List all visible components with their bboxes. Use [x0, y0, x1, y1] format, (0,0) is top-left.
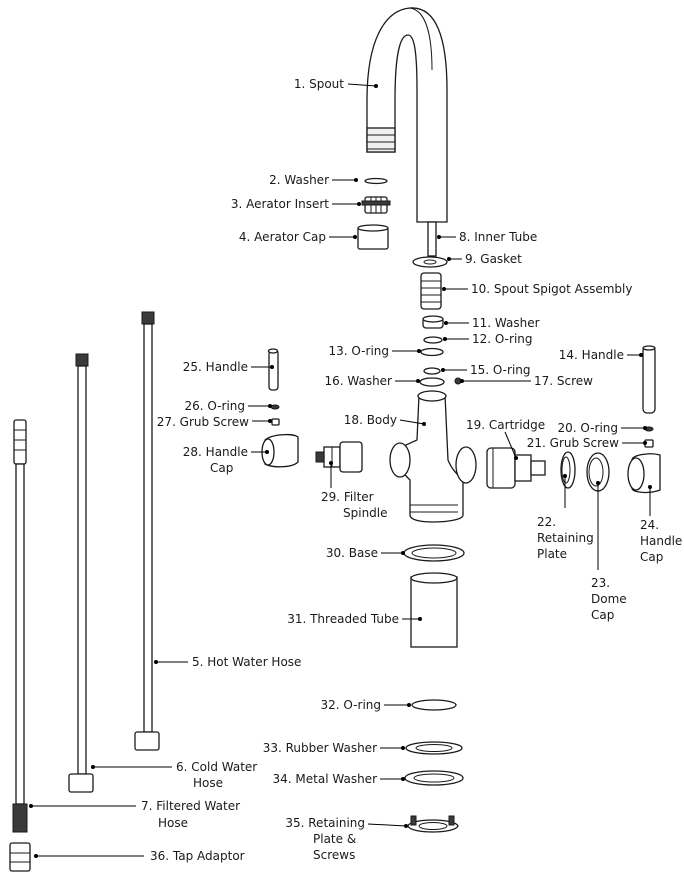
- label-p29a: 29. Filter: [321, 490, 374, 504]
- label-p24c: Cap: [640, 550, 663, 564]
- retaining-plate-part-22: [560, 451, 576, 489]
- label-p1: 1. Spout: [294, 77, 344, 91]
- label-p22b: Retaining: [537, 531, 594, 545]
- handle-part-14: [642, 345, 656, 414]
- aerator-cap-part: [357, 224, 389, 250]
- leader-p1: [347, 83, 377, 87]
- label-p11: 11. Washer: [472, 316, 540, 330]
- filtered-water-hose-part: [12, 419, 28, 833]
- rubber-washer-part: [405, 741, 463, 755]
- label-p27: 27. Grub Screw: [157, 415, 249, 429]
- label-p5: 5. Hot Water Hose: [192, 655, 301, 669]
- label-p9: 9. Gasket: [465, 252, 522, 266]
- label-p7b: Hose: [158, 816, 188, 830]
- handle-part-25: [267, 348, 279, 391]
- o-ring-part-26: [270, 404, 280, 410]
- washer-part-2: [364, 177, 388, 185]
- label-p8: 8. Inner Tube: [459, 230, 537, 244]
- label-p3: 3. Aerator Insert: [231, 197, 329, 211]
- label-p16: 16. Washer: [324, 374, 392, 388]
- label-p24b: Handle: [640, 534, 682, 548]
- aerator-insert-part: [361, 196, 391, 214]
- label-p13: 13. O-ring: [329, 344, 390, 358]
- label-p22c: Plate: [537, 547, 567, 561]
- o-ring-part-32: [411, 699, 457, 711]
- retaining-plate-screws-part: [407, 815, 459, 833]
- threaded-tube-part: [410, 572, 458, 648]
- spout-part: [366, 7, 448, 223]
- label-p19: 19. Cartridge: [466, 418, 545, 432]
- label-p32: 32. O-ring: [321, 698, 382, 712]
- leader-p18: [399, 419, 425, 425]
- gasket-part: [412, 256, 448, 268]
- metal-washer-part: [404, 770, 464, 786]
- inner-tube-part: [427, 221, 437, 257]
- label-p28b: Cap: [210, 461, 233, 475]
- body-part: [389, 390, 477, 523]
- leader-p19: [504, 431, 517, 459]
- label-p12: 12. O-ring: [472, 332, 533, 346]
- label-p26: 26. O-ring: [185, 399, 246, 413]
- label-p23c: Cap: [591, 608, 614, 622]
- label-p23b: Dome: [591, 592, 627, 606]
- o-ring-part-13: [420, 347, 444, 357]
- label-p34: 34. Metal Washer: [273, 772, 378, 786]
- label-p28a: 28. Handle: [183, 445, 248, 459]
- label-p35c: Screws: [313, 848, 355, 862]
- label-p35a: 35. Retaining: [285, 816, 365, 830]
- leader-lines: [29, 83, 652, 858]
- label-p6b: Hose: [193, 776, 223, 790]
- label-p31: 31. Threaded Tube: [287, 612, 399, 626]
- label-p36: 36. Tap Adaptor: [150, 849, 245, 863]
- handle-cap-part-24: [627, 453, 661, 494]
- o-ring-part-15: [423, 367, 441, 375]
- label-p21: 21. Grub Screw: [527, 436, 619, 450]
- label-p18: 18. Body: [344, 413, 397, 427]
- label-p23a: 23.: [591, 576, 610, 590]
- label-p10: 10. Spout Spigot Assembly: [471, 282, 632, 296]
- label-p7a: 7. Filtered Water: [141, 799, 240, 813]
- tap-adaptor-part: [9, 842, 31, 872]
- leader-p35: [367, 823, 407, 827]
- filter-spindle-part: [315, 441, 363, 473]
- label-p25: 25. Handle: [183, 360, 248, 374]
- label-p33: 33. Rubber Washer: [263, 741, 377, 755]
- grub-screw-part-27: [271, 418, 280, 426]
- label-p20: 20. O-ring: [558, 421, 619, 435]
- label-p29b: Spindle: [343, 506, 388, 520]
- washer-part-11: [422, 315, 444, 329]
- label-p17: 17. Screw: [534, 374, 593, 388]
- washer-part-16: [419, 377, 445, 387]
- label-p6a: 6. Cold Water: [176, 760, 257, 774]
- cold-water-hose-part: [68, 353, 94, 793]
- spout-spigot-assembly-part: [420, 272, 442, 310]
- base-part: [403, 544, 465, 562]
- label-p15: 15. O-ring: [470, 363, 531, 377]
- label-p2: 2. Washer: [269, 173, 329, 187]
- cartridge-part: [486, 447, 546, 489]
- label-p14: 14. Handle: [559, 348, 624, 362]
- part-labels: 1. Spout 2. Washer 3. Aerator Insert 4. …: [141, 77, 682, 863]
- label-p24a: 24.: [640, 518, 659, 532]
- hot-water-hose-part: [134, 311, 160, 751]
- label-p22a: 22.: [537, 515, 556, 529]
- o-ring-part-12: [423, 336, 443, 344]
- label-p30: 30. Base: [326, 546, 378, 560]
- label-p35b: Plate &: [313, 832, 356, 846]
- label-p4: 4. Aerator Cap: [239, 230, 326, 244]
